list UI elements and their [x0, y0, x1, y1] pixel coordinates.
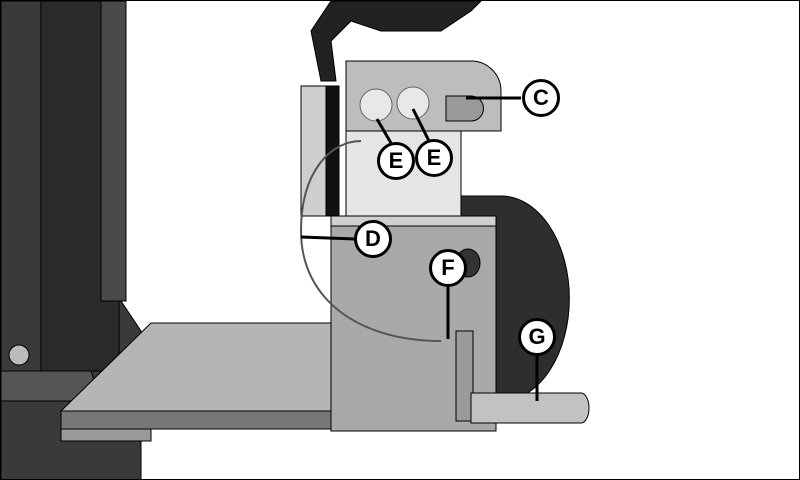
leader-lines — [300, 96, 539, 401]
bolt — [396, 86, 430, 120]
knob — [8, 344, 30, 366]
callout-f: F — [429, 249, 467, 287]
callout-e-left: E — [377, 142, 415, 180]
callout-g: G — [518, 318, 556, 356]
bolt — [359, 88, 393, 122]
callout-d: D — [354, 220, 392, 258]
handle-bar — [470, 392, 590, 424]
top-bracket — [310, 1, 482, 82]
handle-post — [455, 330, 474, 422]
callout-c: C — [522, 79, 560, 117]
callout-e-right: E — [415, 139, 453, 177]
